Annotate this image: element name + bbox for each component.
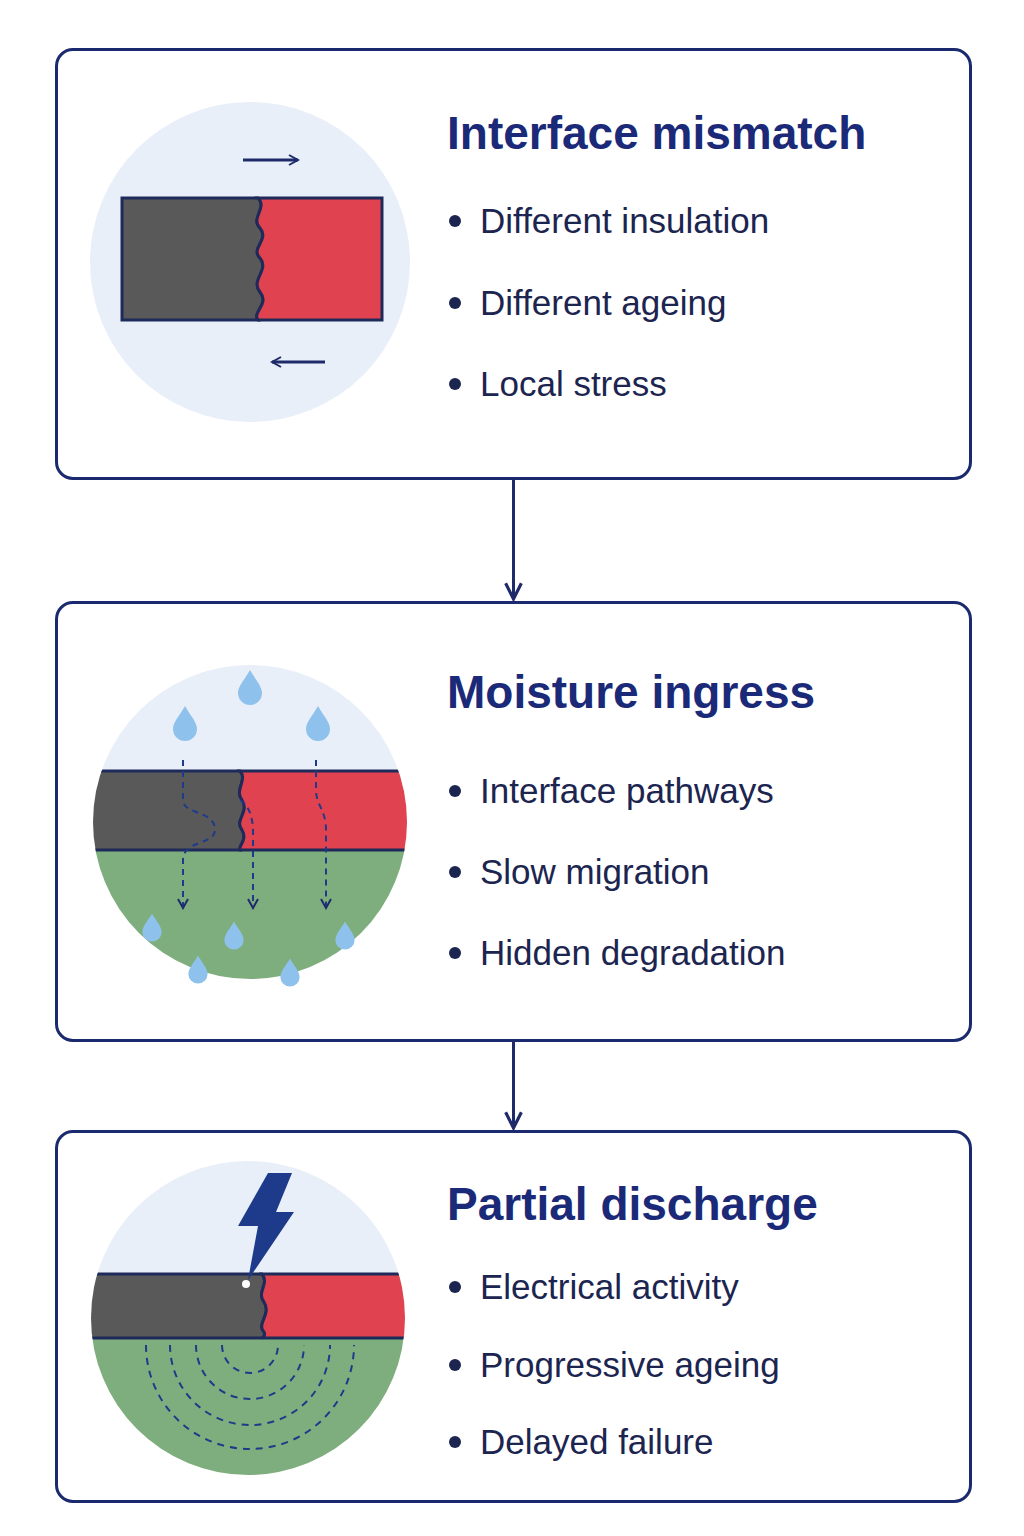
heading-row: Interface mismatch bbox=[447, 106, 866, 160]
bullet-text: Slow migration bbox=[480, 850, 710, 894]
water-drop bbox=[306, 706, 330, 741]
bullet-dot bbox=[449, 947, 461, 959]
bullet-row: Local stress bbox=[447, 362, 667, 406]
sky-area bbox=[80, 1150, 420, 1280]
heading-row: Partial discharge bbox=[447, 1177, 818, 1231]
bullet-text: Electrical activity bbox=[480, 1265, 739, 1309]
insulation-red bbox=[239, 771, 420, 850]
moisture-illustration bbox=[80, 660, 420, 990]
heading-row: Moisture ingress bbox=[447, 665, 815, 719]
water-drop bbox=[173, 706, 197, 741]
water-drop bbox=[238, 670, 262, 705]
bullet-row: Delayed failure bbox=[447, 1420, 713, 1464]
bullet-dot bbox=[449, 866, 461, 878]
insulation-gray bbox=[122, 198, 263, 320]
bullet-text: Interface pathways bbox=[480, 769, 774, 813]
bullet-row: Different ageing bbox=[447, 281, 726, 325]
illustration-circle bbox=[90, 102, 410, 422]
stress-arrow bbox=[243, 159, 298, 162]
bullet-row: Hidden degradation bbox=[447, 931, 786, 975]
process-box: Interface mismatchDifferent insulationDi… bbox=[55, 48, 972, 480]
water-drop bbox=[335, 922, 354, 950]
moisture-path bbox=[316, 760, 326, 908]
mismatch-illustration bbox=[90, 102, 410, 422]
box-heading: Partial discharge bbox=[447, 1177, 818, 1231]
stress-arrow bbox=[272, 361, 325, 364]
discharge-waves bbox=[146, 1345, 354, 1449]
insulation-red bbox=[257, 198, 382, 320]
lightning-bolt bbox=[238, 1173, 294, 1280]
bullet-dot bbox=[449, 297, 461, 309]
bullet-row: Progressive ageing bbox=[447, 1343, 780, 1387]
water-drop bbox=[188, 956, 207, 984]
bullet-text: Delayed failure bbox=[480, 1420, 713, 1464]
insulation-red bbox=[261, 1274, 420, 1338]
box-heading: Interface mismatch bbox=[447, 106, 866, 160]
bullet-dot bbox=[449, 785, 461, 797]
water-drop bbox=[142, 914, 161, 942]
bullet-text: Local stress bbox=[480, 362, 667, 406]
box-heading: Moisture ingress bbox=[447, 665, 815, 719]
bullet-row: Electrical activity bbox=[447, 1265, 739, 1309]
sky-area bbox=[80, 660, 420, 780]
bullet-dot bbox=[449, 378, 461, 390]
bullet-text: Different insulation bbox=[480, 199, 769, 243]
process-box: Moisture ingressInterface pathwaysSlow m… bbox=[55, 601, 972, 1042]
moisture-path bbox=[240, 800, 253, 908]
water-drop bbox=[224, 922, 243, 950]
spark-point bbox=[242, 1280, 250, 1288]
soil-area bbox=[80, 850, 420, 990]
process-box: Partial dischargeElectrical activityProg… bbox=[55, 1130, 972, 1503]
bullet-dot bbox=[449, 1359, 461, 1371]
moisture-paths bbox=[142, 670, 354, 987]
insulation-gray bbox=[80, 771, 244, 850]
bullet-text: Hidden degradation bbox=[480, 931, 786, 975]
moisture-path bbox=[183, 760, 215, 908]
bullet-dot bbox=[449, 1281, 461, 1293]
bullet-dot bbox=[449, 215, 461, 227]
bullet-text: Progressive ageing bbox=[480, 1343, 780, 1387]
water-drop bbox=[280, 959, 299, 987]
soil-area bbox=[80, 1338, 420, 1488]
bullet-dot bbox=[449, 1436, 461, 1448]
discharge-illustration bbox=[80, 1150, 420, 1488]
bullet-row: Slow migration bbox=[447, 850, 710, 894]
flow-arrow bbox=[512, 1042, 515, 1128]
flow-arrow bbox=[512, 480, 515, 599]
bullet-text: Different ageing bbox=[480, 281, 726, 325]
insulation-gray bbox=[80, 1274, 266, 1338]
bullet-row: Different insulation bbox=[447, 199, 769, 243]
bullet-row: Interface pathways bbox=[447, 769, 774, 813]
